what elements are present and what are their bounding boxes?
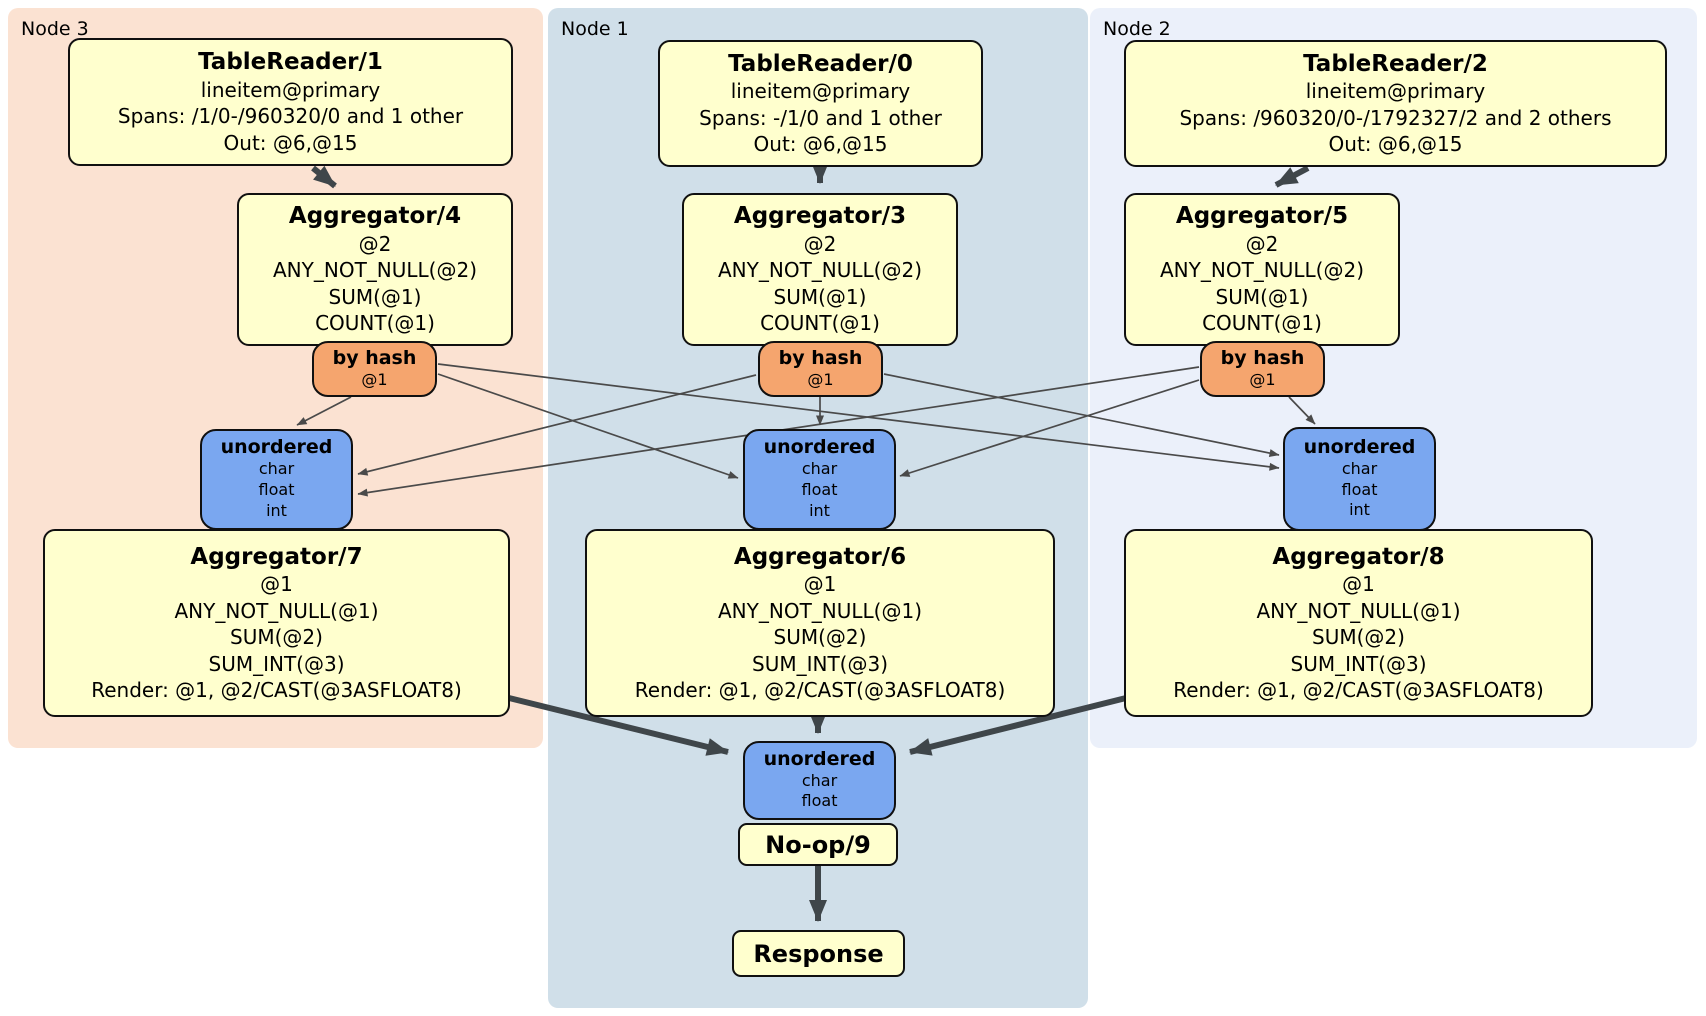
- response-label: Response: [753, 939, 884, 968]
- hash-router-node2-title: by hash: [1220, 346, 1305, 369]
- unordered-sync-node1: unordered char float int: [743, 429, 896, 530]
- aggregator-3-fn2: SUM(@1): [773, 284, 867, 309]
- aggregator-6-fn2: SUM(@2): [773, 625, 867, 650]
- hash-router-node3: by hash @1: [312, 341, 437, 397]
- table-reader-1-title: TableReader/1: [198, 49, 383, 76]
- aggregator-4-fn2: SUM(@1): [328, 284, 422, 309]
- aggregator-8-render: Render: @1, @2/CAST(@3ASFLOAT8): [1173, 677, 1544, 702]
- aggregator-7-group: @1: [260, 572, 293, 597]
- sync-final-type-char: char: [801, 770, 838, 790]
- aggregator-5-group: @2: [1245, 232, 1279, 257]
- response-box: Response: [732, 930, 905, 977]
- hash-router-node3-key: @1: [361, 369, 388, 389]
- hash-router-node1: by hash @1: [758, 341, 883, 397]
- sync-node3-type-char: char: [258, 459, 295, 479]
- hash-router-node2-key: @1: [1249, 369, 1276, 389]
- table-reader-0-index: lineitem@primary: [730, 79, 911, 104]
- aggregator-5-box: Aggregator/5 @2 ANY_NOT_NULL(@2) SUM(@1)…: [1124, 193, 1400, 346]
- table-reader-0-spans: Spans: -/1/0 and 1 other: [699, 105, 942, 130]
- aggregator-8-box: Aggregator/8 @1 ANY_NOT_NULL(@1) SUM(@2)…: [1124, 529, 1593, 717]
- unordered-sync-node2: unordered char float int: [1283, 427, 1436, 531]
- aggregator-4-fn3: COUNT(@1): [315, 311, 435, 336]
- aggregator-6-fn3: SUM_INT(@3): [752, 651, 888, 676]
- table-reader-2-title: TableReader/2: [1303, 50, 1488, 77]
- aggregator-6-title: Aggregator/6: [733, 543, 907, 570]
- aggregator-8-fn3: SUM_INT(@3): [1290, 651, 1427, 676]
- unordered-sync-final-title: unordered: [763, 747, 876, 770]
- hash-router-node1-title: by hash: [778, 346, 863, 369]
- aggregator-3-fn3: COUNT(@1): [760, 311, 880, 336]
- hash-router-node1-key: @1: [807, 369, 834, 389]
- unordered-sync-node3: unordered char float int: [200, 429, 353, 530]
- aggregator-7-render: Render: @1, @2/CAST(@3ASFLOAT8): [91, 677, 462, 702]
- aggregator-7-fn2: SUM(@2): [230, 625, 323, 650]
- aggregator-3-group: @2: [803, 232, 837, 257]
- table-reader-0-out: Out: @6,@15: [753, 132, 888, 157]
- aggregator-6-fn1: ANY_NOT_NULL(@1): [718, 598, 922, 623]
- table-reader-1-box: TableReader/1 lineitem@primary Spans: /1…: [68, 38, 513, 166]
- aggregator-6-group: @1: [803, 572, 837, 597]
- aggregator-4-title: Aggregator/4: [288, 203, 462, 230]
- unordered-sync-final: unordered char float: [743, 741, 896, 820]
- sync-node1-type-char: char: [801, 459, 838, 479]
- aggregator-5-fn1: ANY_NOT_NULL(@2): [1160, 258, 1364, 283]
- node1-region-label: Node 1: [561, 18, 629, 40]
- table-reader-2-box: TableReader/2 lineitem@primary Spans: /9…: [1124, 40, 1667, 167]
- aggregator-5-fn3: COUNT(@1): [1202, 311, 1322, 336]
- noop-label: No-op/9: [765, 830, 871, 859]
- aggregator-3-box: Aggregator/3 @2 ANY_NOT_NULL(@2) SUM(@1)…: [682, 193, 958, 346]
- aggregator-8-fn1: ANY_NOT_NULL(@1): [1256, 598, 1461, 623]
- sync-node2-type-float: float: [1341, 479, 1378, 499]
- aggregator-6-box: Aggregator/6 @1 ANY_NOT_NULL(@1) SUM(@2)…: [585, 529, 1055, 717]
- unordered-sync-node1-title: unordered: [763, 436, 876, 459]
- sync-node1-type-int: int: [809, 500, 830, 520]
- noop-box: No-op/9: [738, 823, 898, 866]
- hash-router-node3-title: by hash: [332, 346, 417, 369]
- aggregator-5-fn2: SUM(@1): [1215, 284, 1309, 309]
- aggregator-3-title: Aggregator/3: [733, 203, 907, 230]
- hash-router-node2: by hash @1: [1200, 341, 1325, 397]
- table-reader-1-index: lineitem@primary: [200, 77, 381, 102]
- sync-node2-type-char: char: [1341, 458, 1378, 478]
- sync-final-type-float: float: [801, 791, 838, 811]
- sync-node1-type-float: float: [801, 480, 838, 500]
- aggregator-4-fn1: ANY_NOT_NULL(@2): [273, 258, 477, 283]
- aggregator-8-title: Aggregator/8: [1272, 543, 1445, 570]
- table-reader-0-title: TableReader/0: [728, 50, 913, 77]
- table-reader-0-box: TableReader/0 lineitem@primary Spans: -/…: [658, 40, 983, 167]
- unordered-sync-node2-title: unordered: [1303, 435, 1416, 458]
- sync-node2-type-int: int: [1349, 500, 1370, 520]
- unordered-sync-node3-title: unordered: [220, 436, 333, 459]
- aggregator-6-render: Render: @1, @2/CAST(@3ASFLOAT8): [634, 677, 1006, 702]
- aggregator-8-group: @1: [1342, 572, 1375, 597]
- node3-region-label: Node 3: [21, 18, 89, 40]
- table-reader-2-out: Out: @6,@15: [1328, 132, 1463, 157]
- table-reader-1-spans: Spans: /1/0-/960320/0 and 1 other: [117, 104, 464, 129]
- aggregator-3-fn1: ANY_NOT_NULL(@2): [718, 258, 922, 283]
- aggregator-7-fn1: ANY_NOT_NULL(@1): [174, 598, 379, 623]
- table-reader-2-spans: Spans: /960320/0-/1792327/2 and 2 others: [1179, 105, 1612, 130]
- node2-region-label: Node 2: [1103, 18, 1171, 40]
- aggregator-7-fn3: SUM_INT(@3): [208, 651, 345, 676]
- aggregator-4-group: @2: [358, 232, 392, 257]
- sync-node3-type-float: float: [258, 480, 295, 500]
- aggregator-7-title: Aggregator/7: [190, 543, 363, 570]
- aggregator-8-fn2: SUM(@2): [1312, 625, 1405, 650]
- sync-node3-type-int: int: [266, 500, 287, 520]
- aggregator-7-box: Aggregator/7 @1 ANY_NOT_NULL(@1) SUM(@2)…: [43, 529, 510, 717]
- aggregator-4-box: Aggregator/4 @2 ANY_NOT_NULL(@2) SUM(@1)…: [237, 193, 513, 346]
- table-reader-2-index: lineitem@primary: [1305, 79, 1486, 104]
- aggregator-5-title: Aggregator/5: [1175, 203, 1349, 230]
- table-reader-1-out: Out: @6,@15: [223, 130, 358, 155]
